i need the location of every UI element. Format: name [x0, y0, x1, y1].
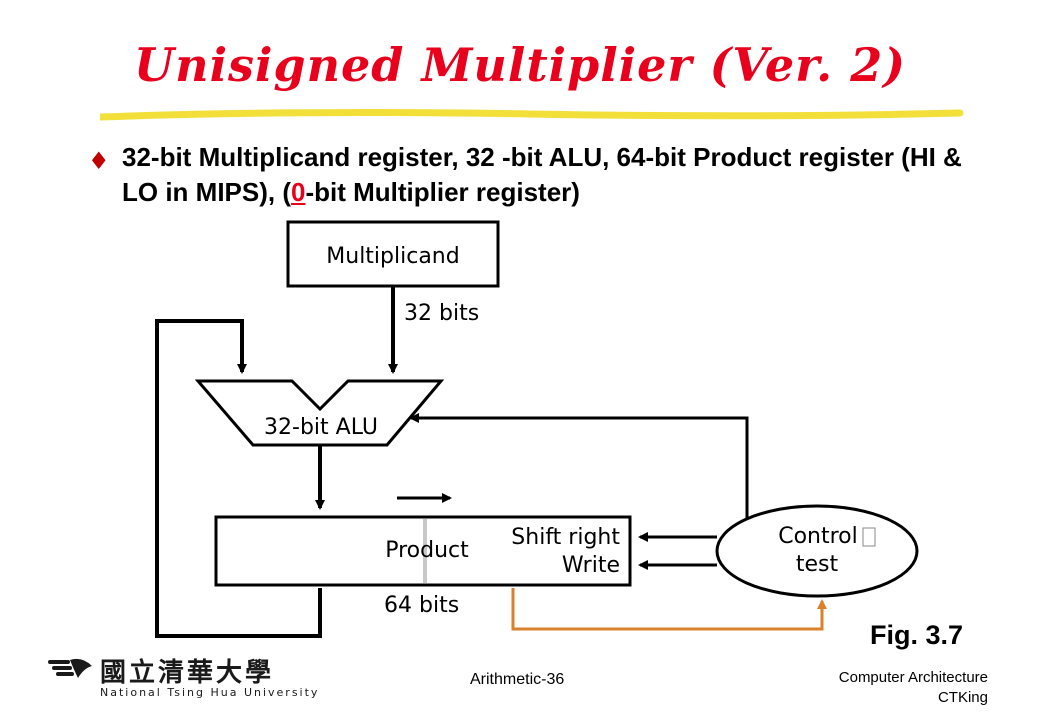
- test-label: test: [796, 552, 839, 577]
- feedback-loop-wire: [155, 319, 322, 638]
- diamond-bullet-icon: ♦: [88, 147, 110, 175]
- university-logo: 國立清華大學 National Tsing Hua University: [48, 652, 317, 708]
- author-name: CTKing: [937, 689, 988, 706]
- bullet-text: 32-bit Multiplicand register, 32 -bit AL…: [122, 140, 1002, 210]
- control-test-unit: [715, 504, 919, 598]
- figure-label: Fig. 3.7: [870, 620, 964, 650]
- bullet-text-part2: -bit Multiplier register): [305, 177, 580, 207]
- multiplicand-register: [286, 220, 500, 288]
- slide-number: Arithmetic-36: [470, 671, 565, 688]
- control-label-glyph-box: [862, 527, 876, 547]
- write-signal-label: Write: [562, 553, 620, 578]
- bullet-highlight: 0: [291, 177, 306, 207]
- control-to-alu-wire: [409, 413, 749, 518]
- logo-chinese-text: 國立清華大學: [100, 658, 275, 688]
- product-label: Product: [385, 538, 469, 563]
- product-lsb-to-control-wire: [511, 588, 827, 631]
- logo-emblem-icon: [48, 658, 92, 678]
- title-underline: [100, 109, 964, 121]
- alu-shape: [194, 379, 445, 447]
- alu-label: 32-bit ALU: [264, 415, 378, 440]
- slide-title: Unisigned Multiplier (Ver. 2): [134, 38, 906, 92]
- logo-english-text: National Tsing Hua University: [100, 686, 320, 699]
- bullet-text-part1: 32-bit Multiplicand register, 32 -bit AL…: [122, 142, 962, 207]
- course-footer: Computer Architecture CTKing: [839, 668, 988, 708]
- multiplicand-bits-label: 32 bits: [404, 301, 479, 326]
- control-label: Control: [778, 524, 858, 549]
- course-name: Computer Architecture: [838, 669, 988, 686]
- multiplicand-label: Multiplicand: [326, 244, 459, 269]
- shift-right-signal-label: Shift right: [511, 525, 620, 550]
- product-bits-label: 64 bits: [384, 593, 459, 618]
